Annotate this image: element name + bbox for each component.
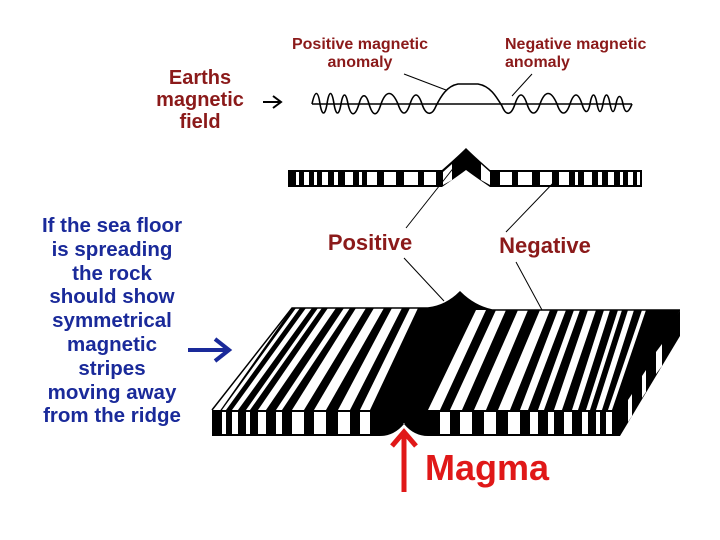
leader-line xyxy=(404,258,444,301)
sea-floor-stripe-block xyxy=(212,292,680,436)
up-arrow-icon xyxy=(392,432,416,492)
leader-line xyxy=(512,74,532,96)
leader-line xyxy=(404,74,446,90)
leader-line xyxy=(506,180,556,232)
magnetic-anomaly-wave xyxy=(312,84,632,114)
small-stripe-band xyxy=(288,148,642,187)
leader-line xyxy=(516,262,542,310)
right-arrow-icon xyxy=(263,96,281,108)
right-arrow-icon xyxy=(188,339,229,361)
